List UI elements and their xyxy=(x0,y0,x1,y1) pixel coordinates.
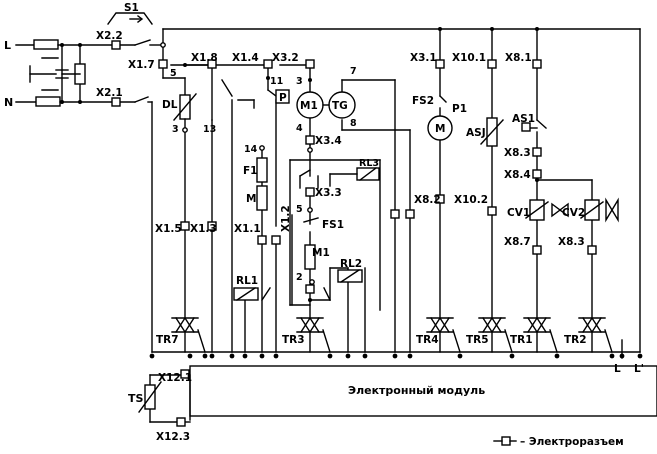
triac-tr1-label: TR1 xyxy=(510,334,533,346)
triac-tr3 xyxy=(296,316,324,334)
component-motor-label: M xyxy=(435,123,445,135)
component-m-label: M xyxy=(246,193,256,205)
connector-x1-3: X1.3 xyxy=(190,223,217,235)
wire-number-4: 4 xyxy=(296,123,303,134)
component-cv1 xyxy=(525,199,549,221)
connector-x1-5: X1.5 xyxy=(155,223,182,235)
connector-x1-2: X1.2 xyxy=(280,205,292,232)
wire-number-7: 7 xyxy=(350,66,357,77)
component-p-label: P xyxy=(279,92,287,104)
wire-number-8: 8 xyxy=(350,118,357,129)
triac-tr4 xyxy=(426,316,454,334)
connector-x2-1: X2.1 xyxy=(96,87,123,99)
connector-x3-4: X3.4 xyxy=(315,135,342,147)
connector-x8-4: X8.4 xyxy=(504,169,531,181)
connector-x8-1: X8.1 xyxy=(505,52,532,64)
connector-squares xyxy=(111,40,597,427)
wire-number-5: 5 xyxy=(170,68,177,79)
labels: S1 L N X2.2 X2.1 X1.7 X1.8 X1.4 X3.2 X3.… xyxy=(4,2,644,448)
connector-x10-2: X10.2 xyxy=(454,194,488,206)
switch-label: S1 xyxy=(124,2,139,14)
connector-x2-2: X2.2 xyxy=(96,30,123,42)
triac-tr7-label: TR7 xyxy=(156,334,179,346)
component-cv2 xyxy=(551,197,619,223)
component-fs2-label: FS2 xyxy=(412,95,434,107)
component-m1-label: M1 xyxy=(300,100,318,112)
connector-x1-8: X1.8 xyxy=(191,52,218,64)
component-fs1-label: FS1 xyxy=(322,219,344,231)
wire-number-2: 2 xyxy=(296,272,303,283)
component-ts-label: TS xyxy=(128,392,144,405)
legend-connector-icon xyxy=(501,436,511,446)
connector-x3-1: X3.1 xyxy=(410,52,437,64)
component-cv2-label: CV2 xyxy=(562,207,585,219)
connector-x1-4: X1.4 xyxy=(232,52,259,64)
module-title: Электронный модуль xyxy=(348,384,485,397)
triac-tr1 xyxy=(523,316,551,334)
component-tg-label: TG xyxy=(332,100,348,112)
component-rl2-label: RL2 xyxy=(340,258,362,270)
component-p1-label: P1 xyxy=(452,103,467,115)
triac-tr3-label: TR3 xyxy=(282,334,305,346)
wire-number-11: 11 xyxy=(270,76,283,87)
connector-x3-2: X3.2 xyxy=(272,52,299,64)
terminal-taps xyxy=(160,42,315,285)
component-tg xyxy=(322,91,356,119)
wire-number-5b: 5 xyxy=(296,204,303,215)
connector-x8-2: X8.2 xyxy=(414,194,441,206)
rail-l-label: L xyxy=(614,363,621,375)
component-rl1 xyxy=(233,287,259,301)
triac-tr7 xyxy=(171,316,199,334)
component-rl2 xyxy=(337,269,363,283)
connector-x12-3: X12.3 xyxy=(156,431,190,443)
connector-x12-1: X12.1 xyxy=(158,372,192,384)
wires xyxy=(15,12,657,423)
triac-tr4-label: TR4 xyxy=(416,334,439,346)
connector-x10-1: X10.1 xyxy=(452,52,486,64)
component-rl1-label: RL1 xyxy=(236,275,258,287)
component-rl3-label: RL3 xyxy=(359,158,379,169)
component-m-res xyxy=(256,185,268,211)
triac-tr5 xyxy=(478,316,506,334)
component-asj-label: ASJ xyxy=(466,127,486,139)
component-m1-res xyxy=(304,244,316,270)
triac-tr2-label: TR2 xyxy=(564,334,587,346)
mains-l-label: L xyxy=(4,39,11,52)
triac-tr2 xyxy=(578,316,606,334)
triac-tr5-label: TR5 xyxy=(466,334,489,346)
connector-x1-7: X1.7 xyxy=(128,59,155,71)
component-cv1-label: CV1 xyxy=(507,207,530,219)
connector-x8-3b: X8.3 xyxy=(558,236,585,248)
wire-number-3b: 3 xyxy=(172,124,179,135)
connector-x1-1: X1.1 xyxy=(234,223,261,235)
wire-number-3a: 3 xyxy=(296,76,303,87)
component-p1-motor xyxy=(427,115,453,141)
wire-number-13: 13 xyxy=(203,124,216,135)
component-f1 xyxy=(256,157,268,183)
connector-x8-7: X8.7 xyxy=(504,236,531,248)
component-asj xyxy=(480,117,504,147)
legend-text: – Электроразъем xyxy=(520,436,624,448)
component-p xyxy=(275,89,290,104)
connector-x8-3a: X8.3 xyxy=(504,147,531,159)
component-m1b-label: M1 xyxy=(312,247,330,259)
wire-number-14: 14 xyxy=(244,144,258,155)
connector-x3-3: X3.3 xyxy=(315,187,342,199)
rail-l2-label: L' xyxy=(634,363,644,375)
mains-n-label: N xyxy=(4,96,13,109)
component-f1-label: F1 xyxy=(243,165,257,177)
component-rl3 xyxy=(329,167,380,187)
component-dl-label: DL xyxy=(162,99,178,111)
component-as1-label: AS1 xyxy=(512,113,535,125)
junction-dots xyxy=(60,27,643,359)
